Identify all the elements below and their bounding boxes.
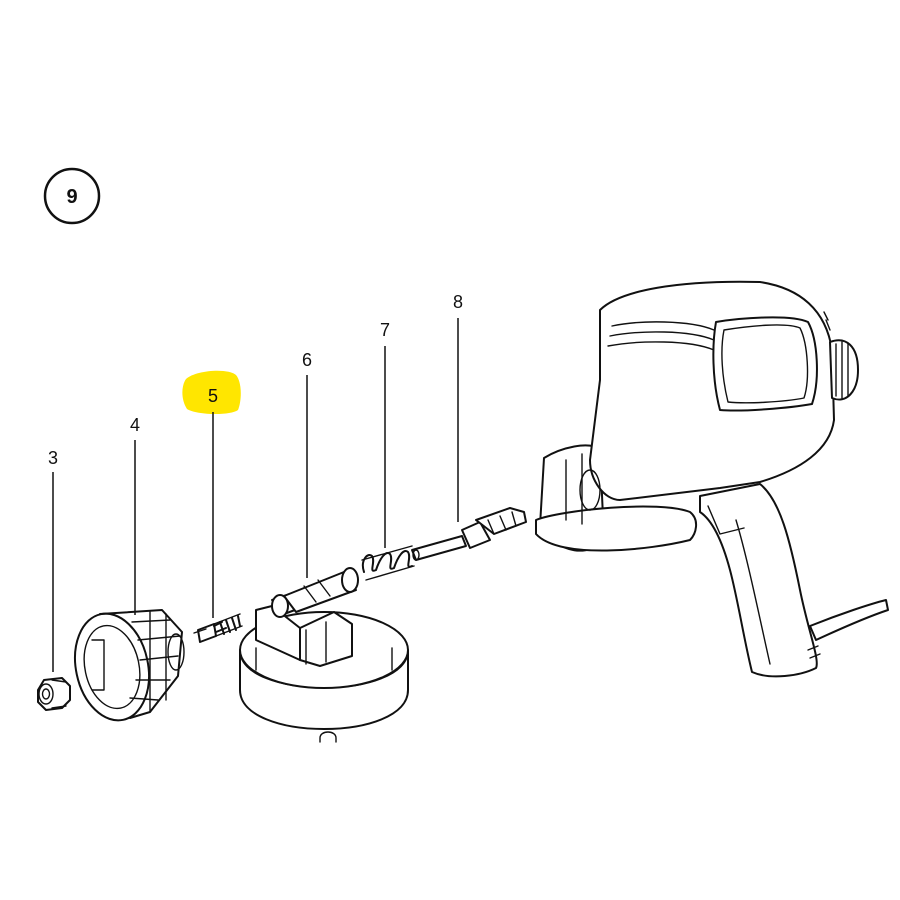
figure-number-badge: 9 xyxy=(43,167,101,225)
part-3-nut xyxy=(37,677,71,711)
part-7-spring xyxy=(361,545,415,581)
part-6-valve-base xyxy=(239,567,409,743)
callout-label-7: 7 xyxy=(380,320,390,340)
callout-5-highlight xyxy=(182,370,241,415)
spray-gun-body xyxy=(535,280,889,678)
callout-label-5: 5 xyxy=(208,386,218,406)
callout-label-4: 4 xyxy=(130,415,140,435)
figure-number: 9 xyxy=(66,186,77,208)
part-4-nozzle-cap xyxy=(74,609,185,722)
callout-label-8: 8 xyxy=(453,292,463,312)
leader-lines xyxy=(52,318,459,672)
callout-label-6: 6 xyxy=(302,350,312,370)
part-8-needle-valve xyxy=(411,507,527,561)
callout-label-3: 3 xyxy=(48,448,58,468)
part-5-spring-pin xyxy=(193,613,243,643)
